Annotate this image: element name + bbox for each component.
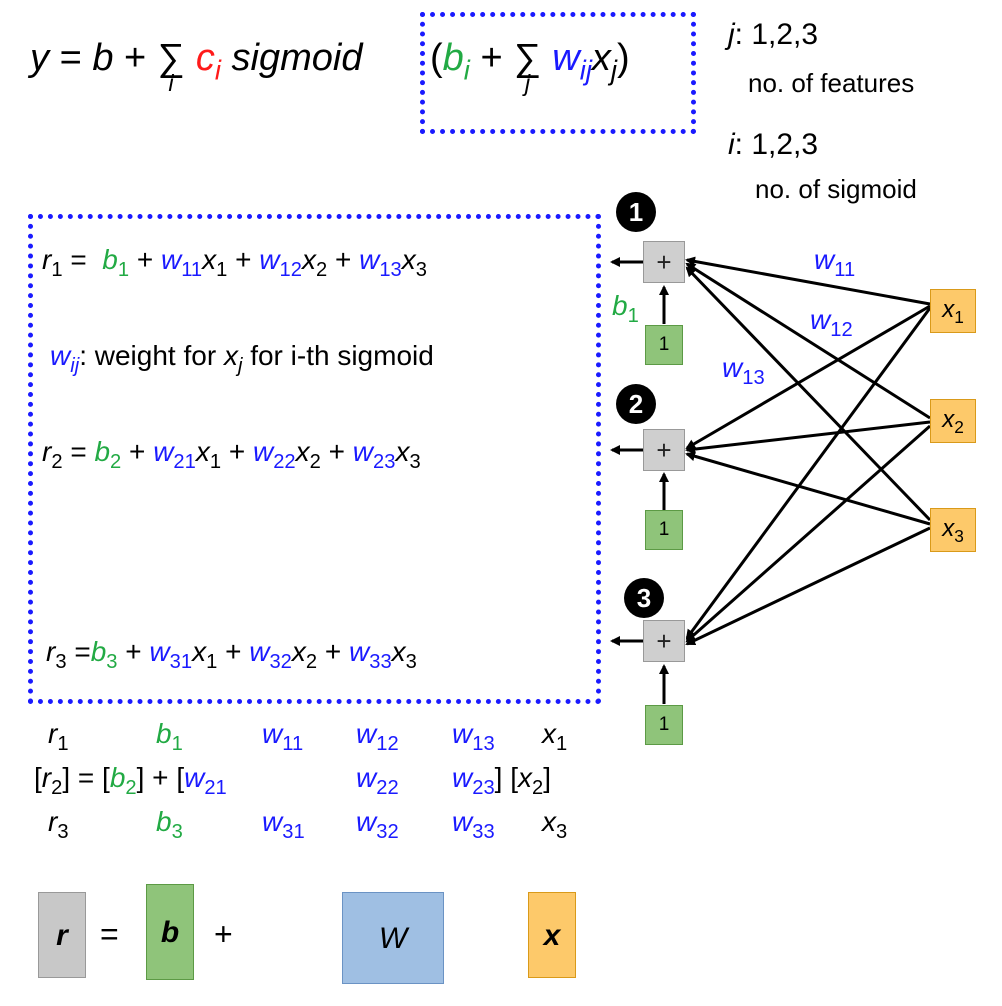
edge-x3-sum3: [685, 526, 931, 646]
main-formula: y = b + ∑i ci sigmoid: [30, 34, 363, 96]
input-x3: x3: [930, 508, 976, 552]
weight-label-w12: w12: [810, 304, 853, 342]
legend-eq: =: [100, 916, 119, 952]
edge-x2-sum1: [685, 262, 931, 420]
edge-x3-sum1: [685, 266, 932, 522]
equation-r1: r1 = b1 + w11x1 + w12x2 + w13x3: [42, 244, 427, 282]
legend-x-box: x: [528, 892, 576, 978]
sigmoid-number-2: 2: [616, 384, 656, 424]
matrix-w32: w32: [356, 806, 399, 844]
matrix-w33: w33: [452, 806, 495, 844]
sum-node-1: +: [643, 241, 685, 283]
input-x1: x1: [930, 289, 976, 333]
inner-formula: (bi + ∑j wijxj): [430, 34, 630, 96]
matrix-w12: w12: [356, 718, 399, 756]
matrix-row-3: r3: [48, 806, 69, 844]
edge-x1-sum2: [685, 304, 931, 450]
bias-input-3: 1: [645, 705, 683, 745]
matrix-x1: x1: [542, 718, 568, 756]
formula-plus: +: [124, 37, 147, 79]
formula-b: b: [92, 37, 114, 79]
i-desc: no. of sigmoid: [755, 174, 917, 204]
bias-label-b1: b1: [612, 290, 639, 328]
sigmoid-number-1: 1: [616, 192, 656, 232]
j-note: j: 1,2,3: [728, 18, 819, 51]
i-note: i: 1,2,3: [728, 128, 819, 161]
matrix-row-1: r1: [48, 718, 69, 756]
matrix-w31: w31: [262, 806, 305, 844]
equation-r3: r3 =b3 + w31x1 + w32x2 + w33x3: [46, 636, 417, 674]
legend-plus: +: [214, 916, 233, 952]
bias-input-2: 1: [645, 510, 683, 550]
edge-x1-sum3: [685, 307, 932, 640]
formula-sum-j: ∑j: [513, 37, 542, 96]
legend-r-box: r: [38, 892, 86, 978]
sigmoid-number-3: 3: [624, 578, 664, 618]
edge-x1-sum1: [685, 256, 931, 306]
equations-highlight-box: [28, 214, 601, 704]
weight-note: wij: weight for xj for i-th sigmoid: [50, 340, 434, 378]
weight-label-w11: w11: [814, 244, 856, 282]
matrix-w13: w13: [452, 718, 495, 756]
legend-w-box: W: [342, 892, 444, 984]
edge-x2-sum3: [685, 424, 931, 643]
bias-input-1: 1: [645, 325, 683, 365]
input-x2: x2: [930, 399, 976, 443]
matrix-w22: w22: [356, 762, 399, 800]
formula-xj: xj: [591, 37, 617, 86]
formula-c: ci: [195, 37, 221, 86]
legend-b-box: b: [146, 884, 194, 980]
matrix-row-2: [r2] = [b2] + [w21: [34, 762, 227, 800]
matrix-b1: b1: [156, 718, 183, 756]
weight-label-w13: w13: [722, 352, 765, 390]
formula-y: y: [30, 37, 49, 79]
matrix-x3: x3: [542, 806, 568, 844]
formula-wij: wij: [552, 37, 592, 86]
sum-node-3: +: [643, 620, 685, 662]
edge-x2-sum2: [685, 420, 931, 455]
formula-sum-i: ∑i: [157, 37, 185, 96]
formula-sigmoid: sigmoid: [231, 37, 363, 79]
formula-eq: =: [59, 37, 82, 79]
inner-formula-highlight-box: [420, 12, 696, 134]
edge-x3-sum2: [685, 451, 931, 526]
matrix-b3: b3: [156, 806, 183, 844]
j-desc: no. of features: [748, 68, 915, 98]
matrix-w23-x2: w23] [x2]: [452, 762, 551, 800]
sum-node-2: +: [643, 429, 685, 471]
formula-bi: bi: [442, 37, 470, 86]
equation-r2: r2 = b2 + w21x1 + w22x2 + w23x3: [42, 436, 421, 474]
matrix-w11: w11: [262, 718, 304, 756]
